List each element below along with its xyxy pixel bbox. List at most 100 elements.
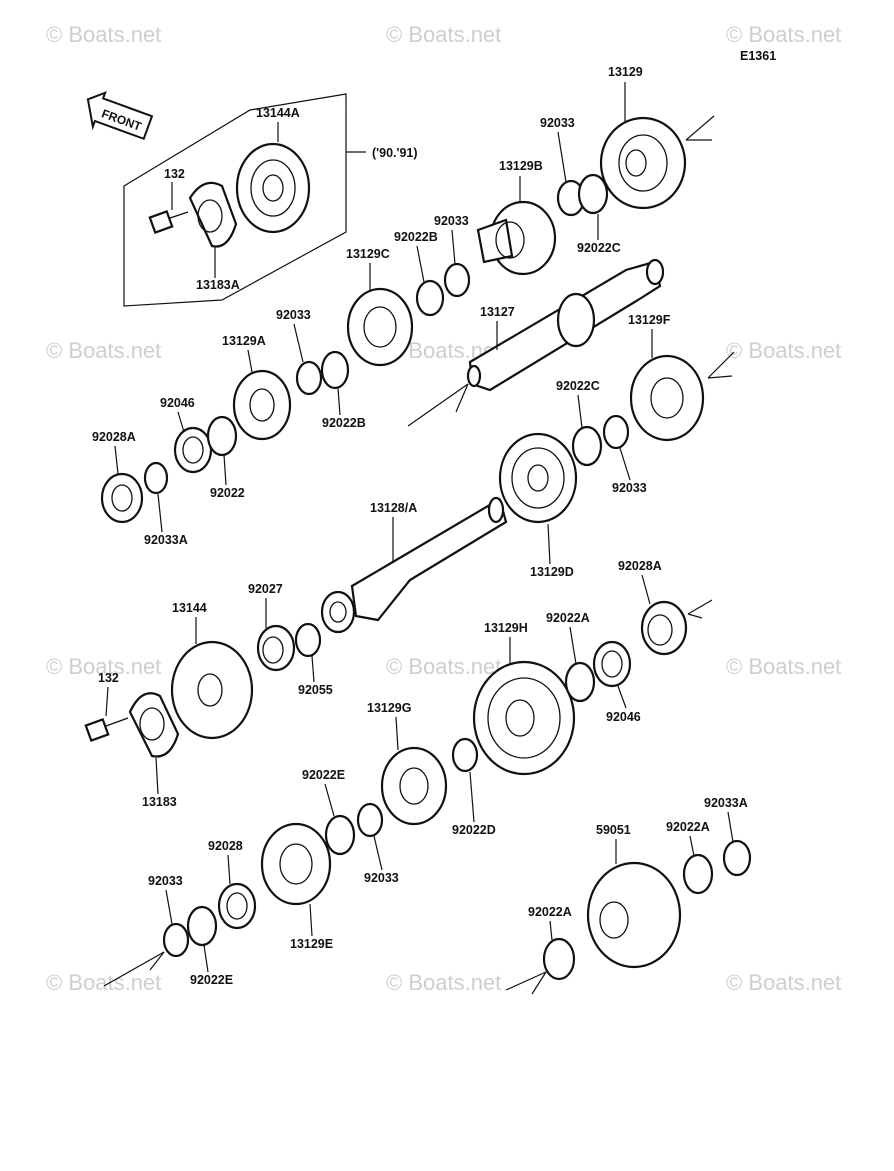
- label-92022b-bottom: 92022B: [322, 416, 366, 430]
- label-92028a-right: 92028A: [618, 559, 662, 573]
- gear-13129h: [472, 660, 576, 776]
- diagram-code: E1361: [740, 49, 776, 63]
- watermark: © Boats.net: [46, 970, 161, 995]
- watermark: © Boats.net: [46, 338, 161, 363]
- label-92022c-mid: 92022C: [556, 379, 600, 393]
- watermark: © Boats.net: [386, 970, 501, 995]
- shaft-13128a: [320, 496, 508, 634]
- lock-plate-13183a: [188, 181, 238, 248]
- watermark: © Boats.net: [726, 654, 841, 679]
- watermark: © Boats.net: [46, 22, 161, 47]
- washer-92022b-top: [415, 279, 445, 317]
- label-13129-top: 13129: [608, 65, 643, 79]
- bearing-92027: [256, 624, 296, 672]
- circlip-92033-e: [356, 802, 384, 838]
- washer-92022c-top: [577, 173, 609, 215]
- ball-bearing-92028a-right: [640, 600, 688, 656]
- label-13128a: 13128/A: [370, 501, 417, 515]
- washer-92022a-low: [542, 937, 576, 981]
- label-13144: 13144: [172, 601, 207, 615]
- washer-92022e-top: [324, 814, 356, 856]
- washer-92022c-mid: [571, 425, 603, 467]
- label-13129b: 13129B: [499, 159, 543, 173]
- gear-59051: [586, 861, 682, 969]
- label-92033-f: 92033: [148, 874, 183, 888]
- label-92033-b: 92033: [434, 214, 469, 228]
- label-92033a-right: 92033A: [704, 796, 748, 810]
- label-13129h: 13129H: [484, 621, 528, 635]
- label-132-bottom: 132: [98, 671, 119, 685]
- gear-13129d: [498, 432, 578, 524]
- gear-13129b: [476, 200, 557, 276]
- label-92028a-left: 92028A: [92, 430, 136, 444]
- label-13129e: 13129E: [290, 937, 333, 951]
- label-92033-a: 92033: [540, 116, 575, 130]
- label-13144a: 13144A: [256, 106, 300, 120]
- circlip-92033a-left: [143, 461, 169, 495]
- gear-13129: [599, 116, 687, 210]
- label-13129f: 13129F: [628, 313, 671, 327]
- label-92033-e: 92033: [364, 871, 399, 885]
- watermark: © Boats.net: [46, 654, 161, 679]
- circlip-92033-f: [162, 922, 190, 958]
- label-13129a: 13129A: [222, 334, 266, 348]
- watermark: © Boats.net: [386, 22, 501, 47]
- year-subassembly-box: ('90.'91): [123, 93, 418, 307]
- ring-92055: [294, 622, 322, 658]
- washer-92022a-right: [682, 853, 714, 895]
- bolt-132-top: [148, 209, 189, 235]
- label-92022a-low: 92022A: [528, 905, 572, 919]
- circlip-92033a-right: [722, 839, 752, 877]
- watermark: © Boats.net: [386, 654, 501, 679]
- label-13129d: 13129D: [530, 565, 574, 579]
- label-92022e-bottom: 92022E: [190, 973, 233, 987]
- lock-plate-13183: [128, 692, 180, 758]
- washer-92022: [206, 415, 238, 457]
- needle-bearing-92046-top: [173, 426, 213, 474]
- washer-92022d: [451, 737, 479, 773]
- label-92022: 92022: [210, 486, 245, 500]
- label-92033-d: 92033: [612, 481, 647, 495]
- needle-bearing-92046-bottom: [592, 640, 632, 688]
- circlip-92033-d: [602, 414, 630, 450]
- washer-92022a-mid: [564, 661, 596, 703]
- year-note: ('90.'91): [372, 146, 418, 160]
- gear-13129g: [380, 746, 448, 826]
- label-92028: 92028: [208, 839, 243, 853]
- sprocket-13144a: [235, 142, 311, 234]
- sprocket-13144: [170, 640, 254, 740]
- label-92027: 92027: [248, 582, 283, 596]
- gear-13129c: [346, 287, 414, 367]
- needle-bearing-92028: [217, 882, 257, 930]
- bolt-132-bottom: [84, 717, 129, 743]
- label-92046-bottom: 92046: [606, 710, 641, 724]
- label-92046-top: 92046: [160, 396, 195, 410]
- shaft-13127: [466, 258, 665, 392]
- label-92022d: 92022D: [452, 823, 496, 837]
- circlip-92033-b: [443, 262, 471, 298]
- gear-13129a: [232, 369, 292, 441]
- gear-13129e: [260, 822, 332, 906]
- label-92022a-right: 92022A: [666, 820, 710, 834]
- label-92022c-top: 92022C: [577, 241, 621, 255]
- label-13127: 13127: [480, 305, 515, 319]
- label-92022b-top: 92022B: [394, 230, 438, 244]
- label-13183a: 13183A: [196, 278, 240, 292]
- watermark: © Boats.net: [726, 970, 841, 995]
- label-92022a-mid: 92022A: [546, 611, 590, 625]
- watermark: © Boats.net: [726, 22, 841, 47]
- front-arrow-icon: FRONT: [86, 91, 154, 141]
- label-92033a-left: 92033A: [144, 533, 188, 547]
- gear-13129f: [629, 354, 705, 442]
- washer-92022b-bottom: [320, 350, 350, 390]
- label-13129c: 13129C: [346, 247, 390, 261]
- ball-bearing-92028a-left: [100, 472, 144, 524]
- circlip-92033-c: [295, 360, 323, 396]
- label-92055: 92055: [298, 683, 333, 697]
- washer-92022e-bottom: [186, 905, 218, 947]
- label-92022e-top: 92022E: [302, 768, 345, 782]
- label-13183: 13183: [142, 795, 177, 809]
- label-92033-c: 92033: [276, 308, 311, 322]
- label-59051: 59051: [596, 823, 631, 837]
